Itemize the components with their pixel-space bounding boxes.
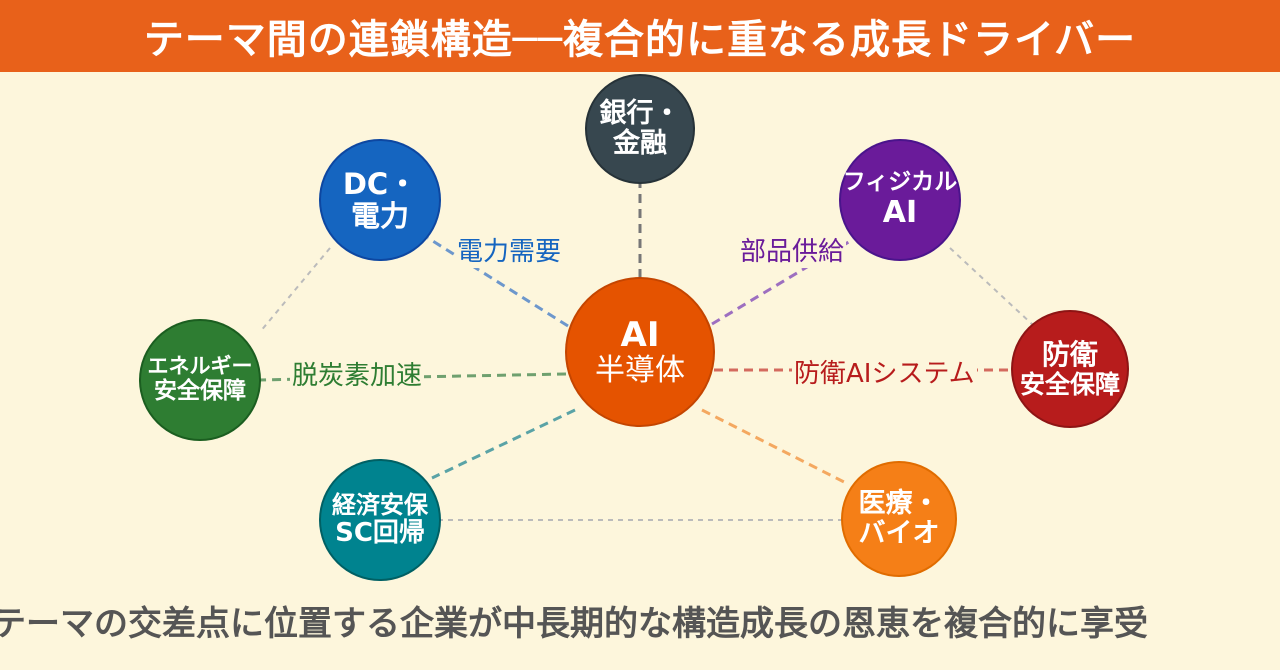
node-ai-semiconductor: AI 半導体 [567, 279, 713, 425]
node-defense-line1: 防衛 [1041, 338, 1098, 372]
node-defense-line2: 安全保障 [1019, 369, 1120, 399]
footer-caption: テーマの交差点に位置する企業が中長期的な構造成長の恩恵を複合的に享受 [0, 604, 1148, 644]
node-energy-line1: エネルギー [147, 354, 253, 379]
node-econ-security-sc: 経済安保 SC回帰 [321, 461, 439, 579]
node-econ-line1: 経済安保 [332, 491, 428, 519]
node-physical-line2: AI [882, 195, 918, 231]
edge-label-defense-ai: 防衛AIシステム [792, 359, 977, 390]
node-medical-line1: 医療・ [858, 487, 940, 519]
node-ai-line2: 半導体 [595, 353, 685, 389]
edge-label-decarbonization: 脱炭素加速 [290, 361, 425, 392]
node-econ-line2: SC回帰 [335, 517, 425, 548]
edge-center-econ [431, 408, 576, 480]
node-dc-line2: 電力 [350, 199, 409, 233]
node-dc-line1: DC・ [342, 166, 418, 201]
node-medical-line2: バイオ [858, 518, 940, 549]
edge-center-medical [701, 408, 849, 486]
node-defense-security: 防衛 安全保障 [1013, 312, 1127, 426]
footer-caption-container: テーマの交差点に位置する企業が中長期的な構造成長の恩恵を複合的に享受 [0, 596, 1280, 646]
edge-center-dc [427, 236, 569, 328]
node-physical-line1: フィジカル [842, 169, 958, 196]
node-bank-line2: 金融 [613, 128, 667, 159]
node-ai-line1: AI [620, 315, 660, 356]
node-energy-security: エネルギー 安全保障 [141, 321, 259, 439]
node-energy-line2: 安全保障 [154, 377, 246, 404]
node-medical-bio: 医療・ バイオ [843, 463, 955, 575]
edge-physical-defense [949, 247, 1035, 327]
node-dc-power: DC・ 電力 [321, 141, 439, 259]
node-physical-ai: フィジカル AI [841, 141, 959, 259]
edge-label-parts-supply: 部品供給 [738, 237, 847, 268]
edge-dc-energy [259, 247, 331, 333]
header-banner: テーマ間の連鎖構造──複合的に重なる成長ドライバー [0, 0, 1280, 72]
edge-label-power-demand: 電力需要 [455, 237, 564, 268]
node-bank-line1: 銀行・ [599, 97, 681, 129]
node-banking-finance: 銀行・ 金融 [587, 76, 693, 182]
page-title: テーマ間の連鎖構造──複合的に重なる成長ドライバー [143, 17, 1137, 63]
